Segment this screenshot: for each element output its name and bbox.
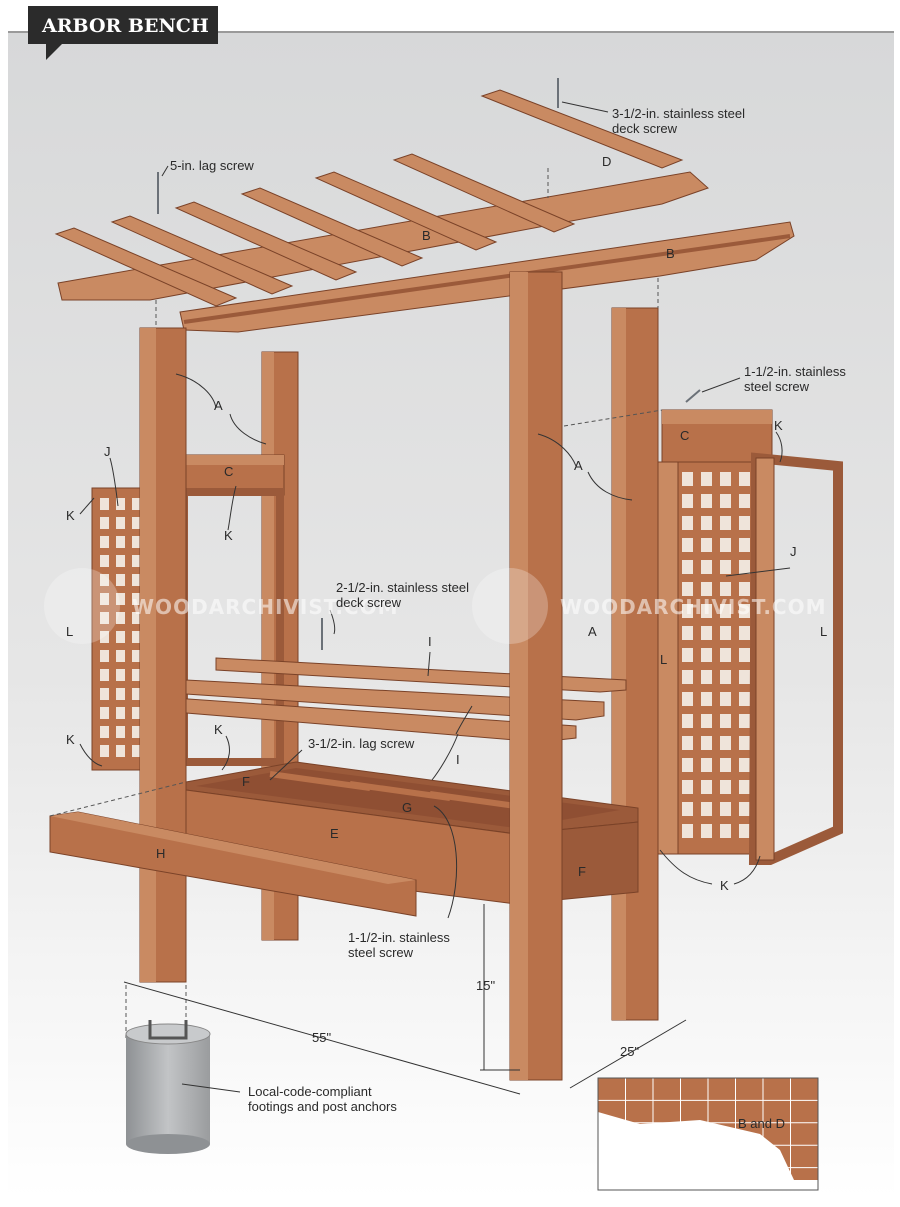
- leader-lines: [79, 101, 791, 1093]
- part-h-label: H: [156, 846, 165, 861]
- callout-deck-screw-top-2: deck screw: [612, 121, 678, 136]
- callout-footings-1: Local-code-compliant: [248, 1084, 372, 1099]
- part-l-label-right-inner: L: [660, 652, 667, 667]
- part-e-label: E: [330, 826, 339, 841]
- part-a-label-mid: A: [588, 624, 597, 639]
- dimension-labels: 55" 25" 15": [312, 978, 639, 1059]
- rafter: [240, 187, 424, 267]
- page-title: ARBOR BENCH: [41, 15, 209, 37]
- part-c-label-left: C: [224, 464, 233, 479]
- callout-footings-2: footings and post anchors: [248, 1099, 397, 1114]
- callout-steel-screw-bottom-2: steel screw: [348, 945, 414, 960]
- rafter: [392, 153, 576, 233]
- part-i-label-top: I: [428, 634, 432, 649]
- profile-grid-b-and-d: [597, 1077, 819, 1191]
- lattice-panel-right: [671, 461, 759, 855]
- part-k-label-right-bottom: K: [720, 878, 729, 893]
- part-k-label-right-top: K: [774, 418, 783, 433]
- rafter: [110, 215, 294, 295]
- dimension-width: 55": [312, 1030, 331, 1045]
- part-j-label-right: J: [790, 544, 797, 559]
- part-labels: D B B A A A C C J J K K K K K K L L L I …: [66, 154, 827, 893]
- rafter: [174, 201, 358, 281]
- profile-grid-label: B and D: [738, 1116, 785, 1131]
- title-tag: ARBOR BENCH: [28, 6, 218, 60]
- frame-l-right-inner: [657, 461, 679, 855]
- part-f-label-outer: F: [578, 864, 586, 879]
- watermarks: WOODARCHIVIST.COM WOODARCHIVIST.COM: [44, 568, 827, 644]
- rafters-d: [54, 89, 684, 307]
- watermark-right: WOODARCHIVIST.COM: [560, 595, 827, 619]
- part-l-label-left: L: [66, 624, 73, 639]
- part-f-label-inner: F: [242, 774, 250, 789]
- callout-deck-screw-mid-2: deck screw: [336, 595, 402, 610]
- dimension-lines: [123, 904, 687, 1095]
- alignment-lines: [49, 168, 663, 1040]
- part-a-label-right: A: [574, 458, 583, 473]
- part-j-label-left: J: [104, 444, 111, 459]
- dimension-seat-height: 15": [476, 978, 495, 993]
- callout-steel-screw-right-2: steel screw: [744, 379, 810, 394]
- callout-steel-screw-right-1: 1-1/2-in. stainless: [744, 364, 846, 379]
- part-l-label-right-outer: L: [820, 624, 827, 639]
- concrete-footing: [125, 1020, 211, 1154]
- watermark-left: WOODARCHIVIST.COM: [132, 595, 399, 619]
- callout-deck-screw-top-1: 3-1/2-in. stainless steel: [612, 106, 745, 121]
- part-k-label-inner: K: [224, 528, 233, 543]
- callout-lag-screw-35: 3-1/2-in. lag screw: [308, 736, 415, 751]
- rafter: [480, 89, 684, 169]
- part-g-label: G: [402, 800, 412, 815]
- callouts: 3-1/2-in. stainless steel deck screw 5-i…: [170, 106, 846, 1114]
- screw-icons: [157, 78, 701, 650]
- rafter: [54, 227, 238, 307]
- part-a-label-left: A: [214, 398, 223, 413]
- part-d-label: D: [602, 154, 611, 169]
- dimension-depth: 25": [620, 1044, 639, 1059]
- callout-steel-screw-bottom-1: 1-1/2-in. stainless: [348, 930, 450, 945]
- part-k-label-seat: K: [214, 722, 223, 737]
- part-k-label-left-bottom: K: [66, 732, 75, 747]
- rafter: [314, 171, 498, 251]
- callout-deck-screw-mid-1: 2-1/2-in. stainless steel: [336, 580, 469, 595]
- part-k-label-left-top: K: [66, 508, 75, 523]
- part-c-label-right: C: [680, 428, 689, 443]
- part-b-label-front: B: [666, 246, 675, 261]
- frame-k-right-outer: [748, 452, 843, 865]
- part-b-label-back: B: [422, 228, 431, 243]
- callout-lag-screw-5: 5-in. lag screw: [170, 158, 254, 173]
- part-i-label-bottom: I: [456, 752, 460, 767]
